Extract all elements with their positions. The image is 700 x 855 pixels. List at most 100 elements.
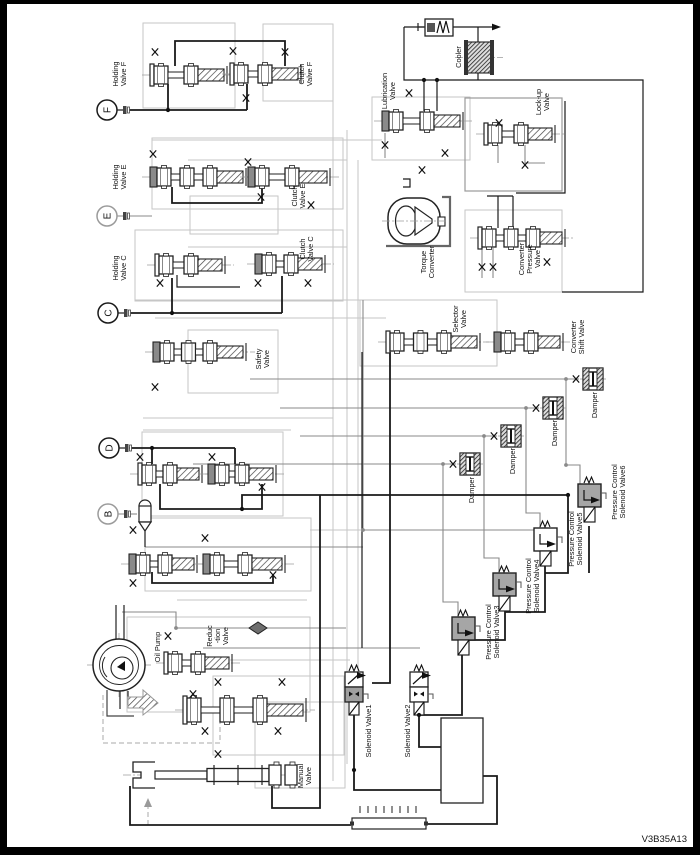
port-nub (188, 63, 194, 67)
spool-shaft (170, 173, 181, 181)
port-nub (289, 165, 295, 169)
spool-land (135, 554, 151, 574)
suction-arrow-up (144, 798, 152, 807)
label-line: Pressure Control (484, 604, 493, 660)
selector-valve-spool (378, 330, 489, 354)
wire-black-bold (320, 494, 569, 574)
port-letter: F (103, 107, 114, 113)
spool-land (419, 111, 435, 131)
holding-valve-b-spool (121, 552, 206, 576)
spool-shaft (427, 338, 438, 346)
spool-shaft (172, 261, 185, 269)
port-nub (393, 129, 399, 133)
spool-shaft (517, 234, 527, 242)
spool-land (167, 653, 183, 673)
port-letter: C (104, 309, 115, 316)
valve-spring (204, 656, 230, 670)
label-line: Holding (111, 61, 120, 86)
flow-arrow (539, 534, 548, 545)
solenoid-body (492, 572, 517, 597)
spool-land (254, 167, 270, 187)
label-pressure-control-solenoid-valve4: Pressure ControlSolenoid Valve4 (524, 558, 541, 614)
port-arrow (349, 691, 353, 697)
port-nub (486, 226, 492, 230)
pressure-control-solenoid-valve3-symbol (451, 608, 481, 656)
arrow-head (465, 629, 474, 637)
spool-shaft (514, 338, 525, 346)
port-nub (172, 671, 178, 675)
label-damper-3: Damper (508, 447, 517, 474)
port-nub (289, 185, 295, 189)
x-stroke (495, 119, 503, 127)
port-nub (273, 761, 280, 766)
port-nub (257, 695, 263, 699)
port-nub (441, 350, 447, 354)
wire-black-bold (418, 712, 441, 748)
plugged-port-x (189, 690, 197, 698)
regulator-valve-spool (175, 695, 315, 725)
port-arrow (414, 691, 418, 697)
spool-land (179, 167, 195, 187)
spool-shaft (193, 173, 204, 181)
port-plug (123, 106, 127, 114)
x-stroke (244, 158, 252, 166)
port-nub (288, 272, 294, 276)
plugged-port-x (278, 678, 286, 686)
label-pressure-control-solenoid-valve5: Pressure ControlSolenoid Valve5 (567, 511, 584, 567)
label-lock-up-valve: Lock-upValve (534, 89, 551, 115)
damper-symbol (457, 452, 483, 476)
x-stroke (229, 47, 237, 55)
spool-land (500, 332, 516, 352)
valve-spring (266, 703, 304, 717)
arrow-head (506, 585, 515, 593)
spool-land (503, 228, 519, 248)
converter-shift-valve-spool (486, 330, 572, 354)
wire-black-bold (151, 572, 274, 584)
x-stroke (258, 483, 266, 491)
plugged-port-x (381, 141, 389, 149)
manual-end-land (268, 764, 282, 786)
wire-black-bold (372, 352, 391, 684)
valve-spring (527, 127, 553, 141)
label-line: Holding (111, 164, 120, 189)
spool-shaft (167, 71, 185, 79)
port-nub (146, 462, 152, 466)
spool-land (158, 255, 174, 275)
safety-valve-spool (145, 340, 255, 364)
drain-bracket (557, 536, 563, 543)
label-clutch-valve-e: ClutchValve E (290, 183, 307, 208)
port-nub (505, 350, 511, 354)
junction-dot (565, 492, 571, 498)
group-outline (262, 23, 334, 102)
flow-arrow (498, 579, 507, 590)
label-line: Valve (304, 767, 313, 785)
junction-dot (564, 463, 568, 467)
solenoid-body (577, 483, 602, 508)
spool-land (214, 464, 230, 484)
label-line: Damper (590, 391, 599, 418)
damper-hatch (556, 396, 564, 420)
damper-hatch (473, 452, 481, 476)
damper-hatch (500, 424, 508, 448)
port-nub (158, 83, 164, 87)
solenoid-coil-diagonal (583, 506, 596, 523)
valve-position-box (344, 686, 364, 703)
label-line: Valve (533, 250, 542, 268)
pump-housing (92, 638, 146, 692)
group-outline (212, 675, 345, 756)
group-outline (254, 701, 346, 789)
x-stroke (418, 166, 426, 174)
port-nub (486, 246, 492, 250)
port-nub (289, 784, 296, 789)
junction-dot (482, 434, 486, 438)
port-nub (518, 142, 524, 146)
spool-land (190, 653, 206, 673)
label-line: Converter (427, 245, 436, 278)
label-damper-2: Damper (550, 419, 559, 446)
label-pressure-control-solenoid-valve6: Pressure ControlSolenoid Valve6 (610, 464, 627, 520)
orifice-shape (248, 621, 268, 635)
drain-bracket (363, 693, 369, 699)
label-converter-pressure-valve: ConverterPressureValve (517, 242, 542, 275)
spool-shaft (173, 348, 182, 356)
